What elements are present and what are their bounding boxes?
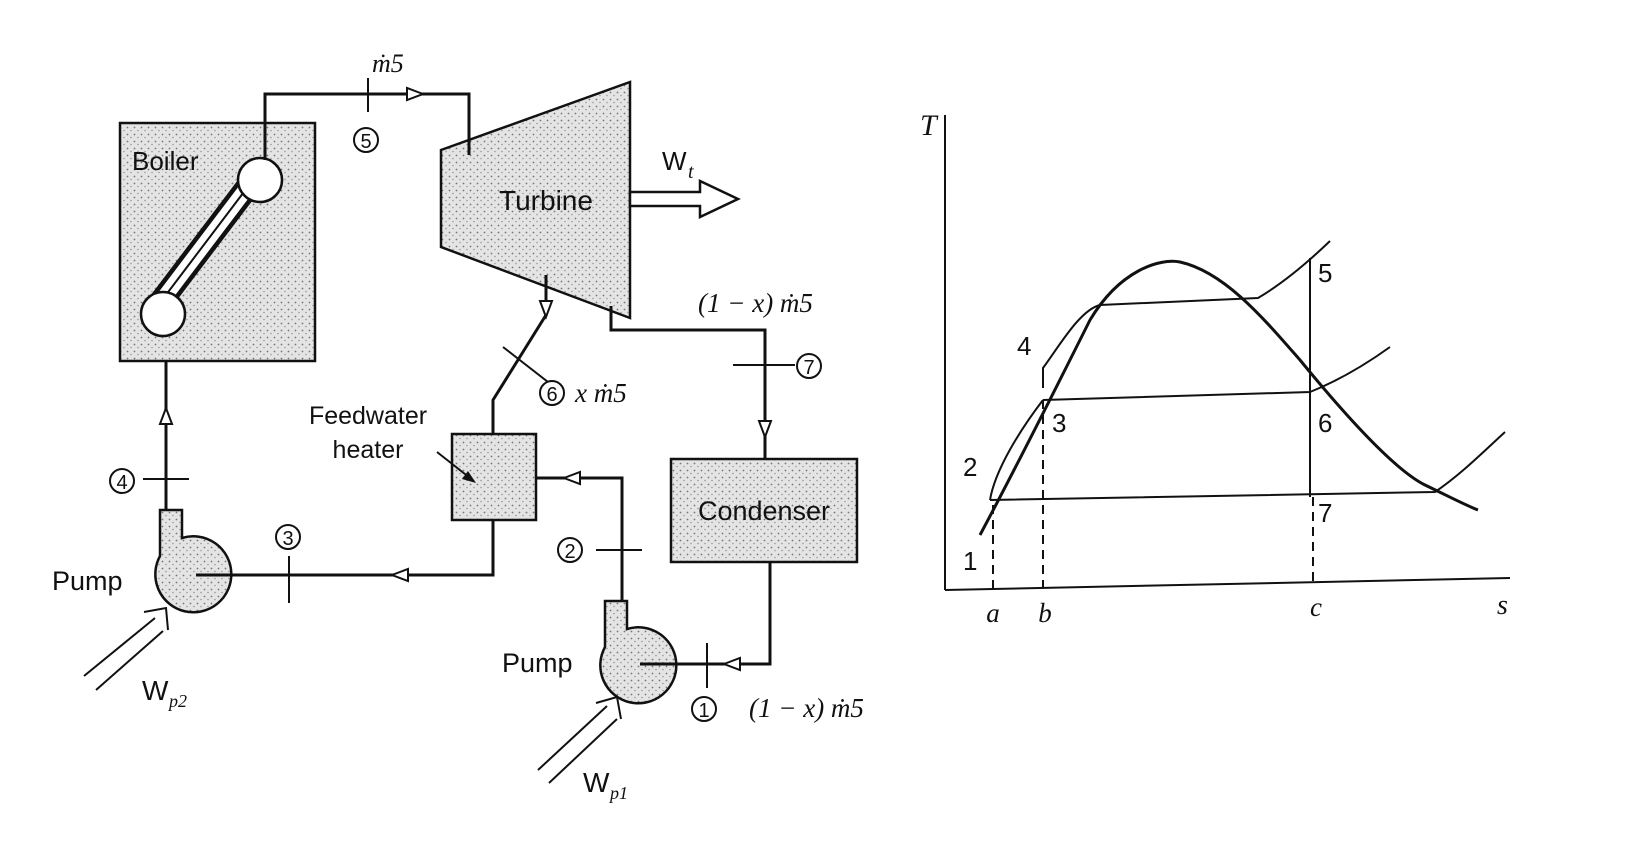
boiler-drum-bottom (139, 290, 187, 338)
state-marker-2: 2 (557, 537, 583, 563)
svg-text:3: 3 (282, 528, 293, 550)
tick-label-a: a (986, 598, 1000, 628)
pump-left-work-label: W (142, 675, 169, 706)
turbine-work-arrow: W t (628, 146, 741, 219)
flow-label-top: ṁ5 (372, 49, 404, 78)
condenser: Condenser (669, 457, 859, 564)
svg-text:4: 4 (116, 472, 127, 494)
state-marker-3: 3 (275, 524, 301, 550)
flow-label-turbine-exit: (1 − x) ṁ5 (698, 288, 813, 318)
state-marker-4: 4 (109, 468, 135, 494)
turbine-work-label: W (662, 146, 687, 176)
pump-left-work-subscript: p2 (167, 691, 187, 711)
turbine-work-subscript: t (688, 161, 694, 183)
pump-right: Pump W p1 (502, 599, 678, 803)
ts-diagram: T s a b c 1 2 3 4 5 6 7 (920, 109, 1511, 628)
state-marker-1: 1 (691, 696, 717, 722)
compressed-liquid-line (989, 399, 1044, 501)
saturation-dome (978, 259, 1479, 536)
condenser-label: Condenser (698, 496, 830, 526)
state-marker-5: 5 (353, 127, 379, 153)
ts-point-7: 7 (1318, 498, 1332, 528)
ts-point-2: 2 (963, 452, 977, 482)
isobar-mid (1042, 346, 1391, 401)
t-axis-label: T (920, 109, 939, 142)
svg-text:7: 7 (803, 357, 814, 379)
flow-label-pump1: (1 − x) ṁ5 (749, 693, 864, 723)
boiler: Boiler (118, 121, 317, 363)
feedwater-heater-label-1: Feedwater (309, 402, 427, 430)
s-axis (944, 577, 1511, 591)
pump-right-work-subscript: p1 (608, 783, 628, 803)
cycle-schematic: Boiler Turbine W t Feedwater heater Cond… (52, 49, 864, 803)
flow-label-extraction: x ṁ5 (574, 378, 627, 408)
ts-point-1: 1 (963, 546, 977, 576)
boiler-drum-top (236, 156, 284, 204)
turbine-label: Turbine (499, 185, 593, 216)
tick-label-b: b (1038, 598, 1052, 628)
pump-right-work-label: W (583, 767, 610, 798)
pump-right-label: Pump (502, 648, 573, 678)
turbine: Turbine (439, 80, 632, 320)
tick-label-c: c (1310, 592, 1322, 622)
svg-text:6: 6 (546, 384, 557, 406)
ts-point-6: 6 (1318, 408, 1332, 438)
boiler-label: Boiler (132, 146, 199, 176)
ts-point-5: 5 (1318, 258, 1332, 288)
pump-left-label: Pump (52, 566, 123, 596)
isobar-high (1042, 240, 1331, 388)
svg-text:5: 5 (360, 131, 371, 153)
feedwater-heater-label-2: heater (333, 436, 404, 464)
ts-point-3: 3 (1052, 408, 1066, 438)
state-marker-6: 6 (539, 380, 565, 406)
ts-point-4: 4 (1017, 331, 1031, 361)
svg-text:1: 1 (698, 700, 709, 722)
piping (143, 78, 795, 688)
s-axis-label: s (1497, 590, 1508, 621)
svg-text:2: 2 (564, 541, 575, 563)
state-marker-7: 7 (796, 353, 822, 379)
pump-left: Pump W p2 (52, 508, 233, 711)
feedwater-heater: Feedwater heater (309, 402, 538, 522)
isobar-low (989, 431, 1506, 501)
state-markers: 5 7 6 4 3 2 1 (109, 127, 822, 722)
